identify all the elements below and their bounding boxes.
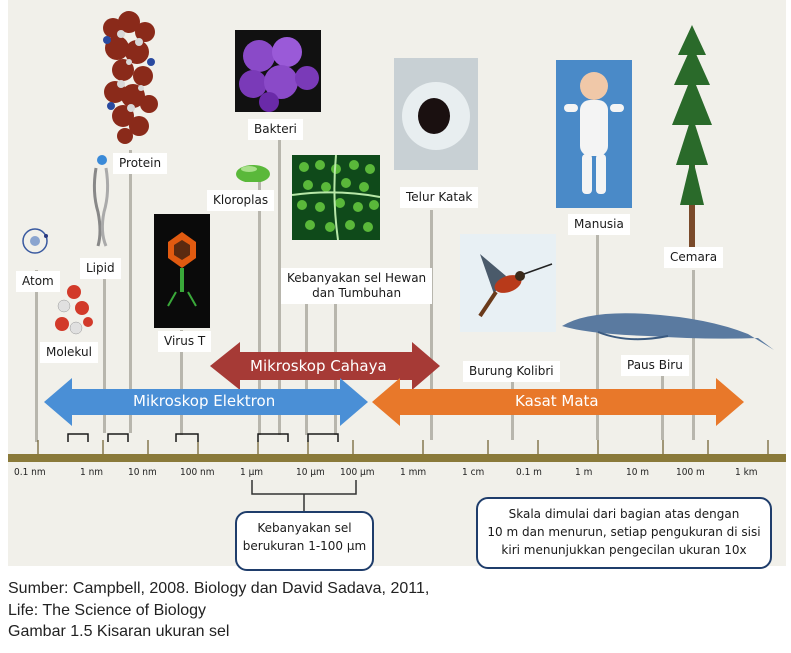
manusia-line — [596, 230, 599, 440]
scale-tick-label: 10 nm — [128, 467, 157, 478]
scale-tick-label: 1 m — [575, 467, 593, 478]
virus-image — [154, 214, 210, 328]
figure-caption: Sumber: Campbell, 2008. Biology dan Davi… — [8, 578, 429, 643]
label-sel-line1: Kebanyakan sel Hewan — [287, 271, 427, 285]
scale-tick-label: 1 nm — [80, 467, 104, 478]
hummingbird-image — [460, 234, 556, 332]
scale-tick-label: 1 µm — [240, 467, 264, 478]
scale-tick-label: 1 mm — [400, 467, 427, 478]
label-protein: Protein — [113, 153, 168, 174]
atom-image — [22, 228, 48, 254]
scale-note-callout: Skala dimulai dari bagian atas dengan 10… — [476, 497, 772, 569]
scale-note-line1: Skala dimulai dari bagian atas dengan — [508, 507, 740, 521]
scale-ground — [8, 433, 786, 462]
virus-line — [180, 330, 183, 435]
caption-line1: Sumber: Campbell, 2008. Biology dan Davi… — [8, 580, 430, 597]
label-virus: Virus T — [158, 331, 212, 352]
scale-tick-label: 100 m — [676, 467, 705, 478]
scale-note-line2: 10 m dan menurun, setiap pengukuran di s… — [487, 525, 761, 539]
scale-tick-label: 100 µm — [340, 467, 375, 478]
label-manusia: Manusia — [568, 214, 630, 235]
label-kloroplas: Kloroplas — [207, 190, 275, 211]
scale-tick-label: 10 µm — [296, 467, 325, 478]
label-molekul: Molekul — [40, 342, 98, 363]
cell-size-callout: Kebanyakan sel berukuran 1-100 µm — [235, 511, 374, 571]
label-burung-kolibri: Burung Kolibri — [463, 361, 560, 382]
mikroskop-cahaya-label: Mikroskop Cahaya — [250, 357, 387, 375]
label-atom: Atom — [16, 271, 60, 292]
label-telur-katak: Telur Katak — [400, 187, 479, 208]
cell-size-line2: berukuran 1-100 µm — [242, 539, 367, 553]
mikroskop-elektron-label: Mikroskop Elektron — [133, 392, 276, 410]
label-cemara: Cemara — [664, 247, 724, 268]
scale-tick-label: 0.1 m — [516, 467, 542, 478]
molecule-image — [55, 285, 93, 335]
lipid-image — [92, 155, 110, 247]
label-sel-line2: dan Tumbuhan — [312, 286, 402, 300]
caption-line2: Life: The Science of Biology — [8, 601, 207, 619]
label-bakteri: Bakteri — [248, 119, 303, 140]
telur-line — [430, 210, 433, 440]
frog-egg-image — [394, 58, 478, 170]
range-bracket — [251, 480, 357, 512]
baby-image — [556, 60, 632, 208]
scale-tick-label: 1 km — [735, 467, 758, 478]
kasat-mata-label: Kasat Mata — [515, 392, 599, 410]
kasat-mata-arrow — [372, 378, 744, 426]
scale-note-line3: kiri menunjukkan pengecilan ukuran 10x — [501, 543, 747, 557]
caption-line3: Gambar 1.5 Kisaran ukuran sel — [8, 623, 230, 641]
label-lipid: Lipid — [80, 258, 121, 279]
cemara-line — [692, 270, 695, 440]
label-sel-hewan-tumbuhan: Kebanyakan sel Hewan dan Tumbuhan — [281, 268, 433, 304]
whale-image — [562, 313, 774, 350]
mikroskop-cahaya-arrow — [210, 342, 440, 390]
bakteri-image — [235, 30, 321, 112]
label-paus-biru: Paus Biru — [621, 355, 689, 376]
lipid-line — [103, 258, 106, 433]
tree-image — [672, 25, 712, 265]
atom-line — [35, 270, 38, 442]
protein-line — [129, 150, 132, 433]
plant-cell-image — [292, 155, 380, 240]
protein-image — [103, 11, 158, 144]
cell-size-line1: Kebanyakan sel — [257, 521, 352, 535]
scale-tick-label: 0.1 nm — [14, 467, 46, 478]
scale-tick-label: 100 nm — [180, 467, 215, 478]
scale-tick-label: 1 cm — [462, 467, 485, 478]
mikroskop-elektron-arrow — [44, 378, 368, 426]
bakteri-line — [278, 130, 281, 435]
kloroplas-line — [258, 180, 261, 435]
kloroplas-image — [236, 165, 270, 182]
scale-tick-label: 10 m — [626, 467, 650, 478]
